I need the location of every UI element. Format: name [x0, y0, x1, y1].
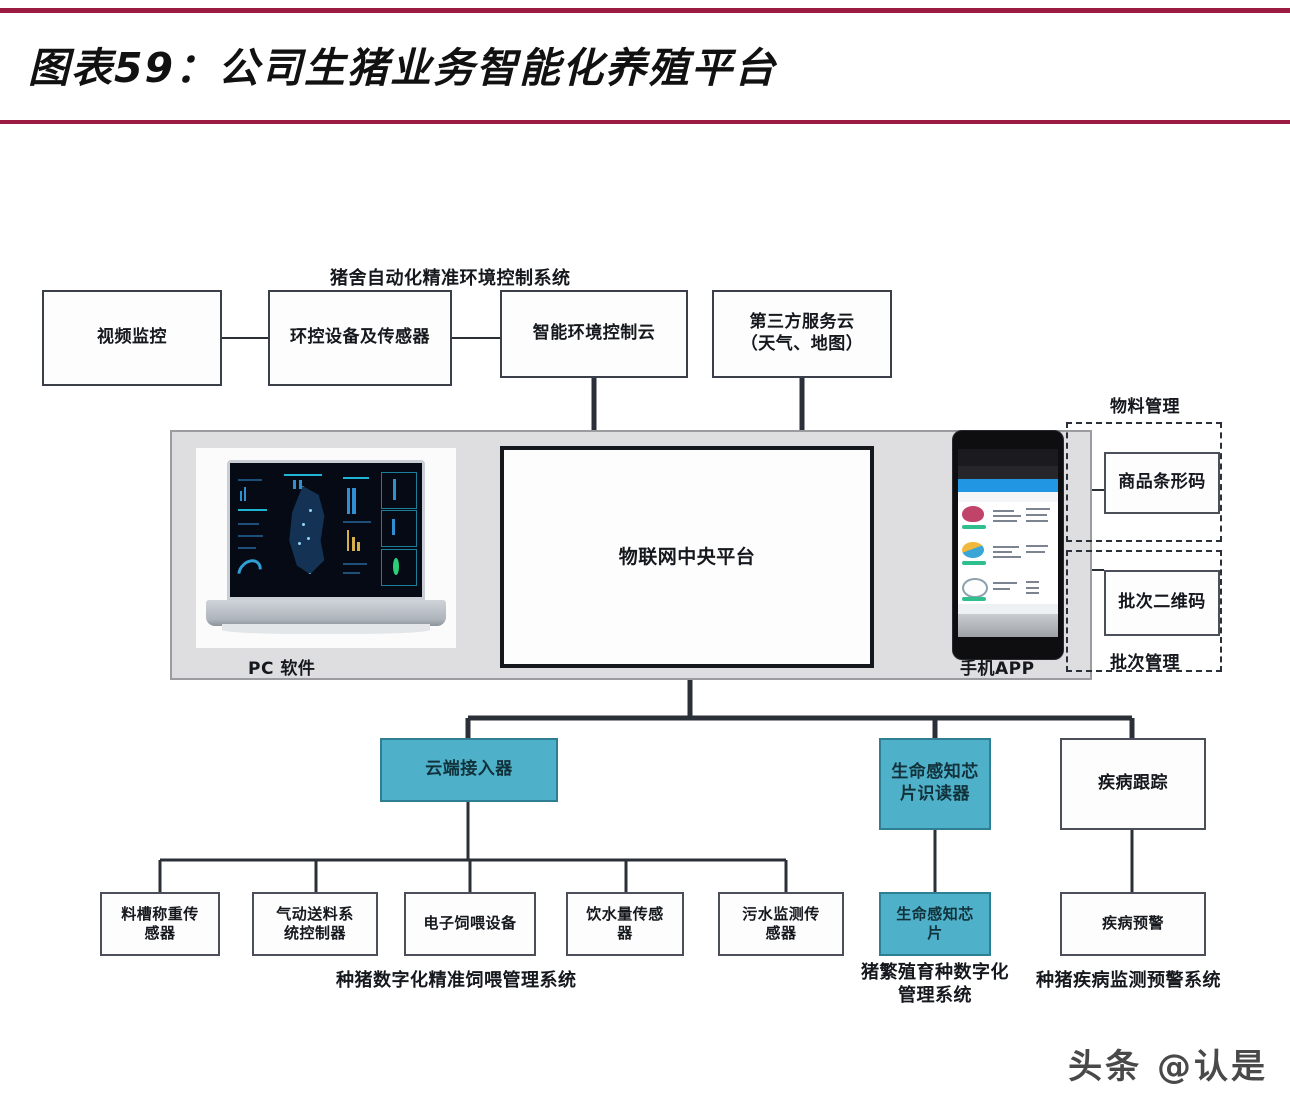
node-cloud-access-unit[interactable]: 云端接入器 — [380, 738, 558, 802]
group-label-batch-management: 批次管理 — [1110, 653, 1180, 673]
node-smart-env-cloud-label: 智能环境控制云 — [532, 323, 656, 344]
node-water-intake-sensor[interactable]: 饮水量传感 器 — [566, 892, 684, 956]
dashboard-map-panel — [274, 470, 337, 587]
node-env-device-sensor-label: 环控设备及传感器 — [290, 327, 430, 348]
map-shape — [289, 486, 325, 575]
node-disease-tracking[interactable]: 疾病跟踪 — [1060, 738, 1206, 830]
node-pneumatic-feed-controller-label: 气动送料系 统控制器 — [276, 904, 354, 942]
phone-home-area — [958, 614, 1058, 637]
phone-list-body — [958, 501, 1058, 615]
mobile-app-illustration — [952, 430, 1064, 660]
phone-list-item — [962, 504, 1054, 536]
node-iot-central-platform-label: 物联网中央平台 — [618, 545, 756, 568]
group-label-env-control-system: 猪舍自动化精准环境控制系统 — [330, 268, 571, 289]
node-disease-alert-label: 疾病预警 — [1101, 914, 1164, 933]
node-sewage-monitor-sensor-label: 污水监测传 感器 — [742, 904, 820, 942]
node-smart-env-cloud[interactable]: 智能环境控制云 — [500, 290, 688, 378]
header-top-rule — [0, 8, 1290, 13]
node-electronic-feeder-label: 电子饲喂设备 — [423, 914, 517, 933]
node-sewage-monitor-sensor[interactable]: 污水监测传 感器 — [718, 892, 844, 956]
laptop-base — [206, 600, 446, 626]
mobile-app-caption: 手机APP — [960, 659, 1035, 679]
node-life-chip-reader-label: 生命感知芯 片识读器 — [891, 762, 979, 804]
group-label-breeding-system: 猪繁殖育种数字化管理系统 — [861, 962, 1009, 1006]
node-video-monitor[interactable]: 视频监控 — [42, 290, 222, 386]
node-batch-qrcode-label: 批次二维码 — [1118, 592, 1206, 613]
dashboard-chart-panel — [340, 470, 377, 587]
node-third-party-cloud-label: 第三方服务云 （天气、地图） — [740, 312, 864, 354]
node-iot-central-platform[interactable]: 物联网中央平台 — [500, 446, 874, 668]
node-cloud-access-unit-label: 云端接入器 — [425, 759, 513, 780]
header-bottom-rule — [0, 120, 1290, 124]
diagram-canvas: 猪舍自动化精准环境控制系统 视频监控 环控设备及传感器 智能环境控制云 第三方服… — [0, 130, 1290, 1106]
node-life-sensing-chip[interactable]: 生命感知芯 片 — [879, 892, 991, 956]
pc-software-caption: PC 软件 — [248, 659, 316, 679]
watermark: 头条 @认是 — [1068, 1047, 1268, 1087]
group-label-feeding-system: 种猪数字化精准饲喂管理系统 — [336, 970, 577, 991]
node-trough-weight-sensor[interactable]: 料槽称重传 感器 — [100, 892, 220, 956]
phone-banner — [958, 479, 1058, 493]
laptop-foot — [222, 624, 430, 634]
node-disease-alert[interactable]: 疾病预警 — [1060, 892, 1206, 956]
node-disease-tracking-label: 疾病跟踪 — [1098, 773, 1168, 794]
node-product-barcode-label: 商品条形码 — [1118, 472, 1206, 493]
page-title: 图表59：公司生猪业务智能化养殖平台 — [28, 44, 778, 92]
node-pneumatic-feed-controller[interactable]: 气动送料系 统控制器 — [252, 892, 378, 956]
dash-group-material-management — [1066, 422, 1222, 542]
node-trough-weight-sensor-label: 料槽称重传 感器 — [121, 904, 199, 942]
phone-bottom-nav — [958, 604, 1058, 615]
phone-search-bar — [958, 465, 1058, 480]
phone-tab-strip — [958, 492, 1058, 502]
phone-screen — [958, 449, 1058, 637]
node-life-sensing-chip-label: 生命感知芯 片 — [896, 904, 974, 942]
node-env-device-sensor[interactable]: 环控设备及传感器 — [268, 290, 452, 386]
node-electronic-feeder[interactable]: 电子饲喂设备 — [404, 892, 536, 956]
phone-list-item — [962, 576, 1054, 608]
dashboard-grid — [232, 470, 417, 589]
node-batch-qrcode[interactable]: 批次二维码 — [1104, 570, 1220, 636]
laptop-lid — [227, 460, 425, 600]
dashboard-camera-panel — [379, 470, 417, 587]
node-life-chip-reader[interactable]: 生命感知芯 片识读器 — [879, 738, 991, 830]
node-product-barcode[interactable]: 商品条形码 — [1104, 452, 1220, 514]
node-water-intake-sensor-label: 饮水量传感 器 — [586, 904, 664, 942]
dash-group-batch-management — [1066, 550, 1222, 672]
node-third-party-cloud[interactable]: 第三方服务云 （天气、地图） — [712, 290, 892, 378]
phone-status-bar — [958, 449, 1058, 466]
phone-list-item — [962, 540, 1054, 572]
node-video-monitor-label: 视频监控 — [97, 327, 167, 348]
laptop-screen — [230, 463, 422, 597]
group-label-disease-system: 种猪疾病监测预警系统 — [1036, 970, 1221, 991]
pc-software-illustration — [196, 448, 456, 648]
group-label-material-management: 物料管理 — [1110, 397, 1180, 417]
dashboard-left-column — [232, 470, 271, 589]
